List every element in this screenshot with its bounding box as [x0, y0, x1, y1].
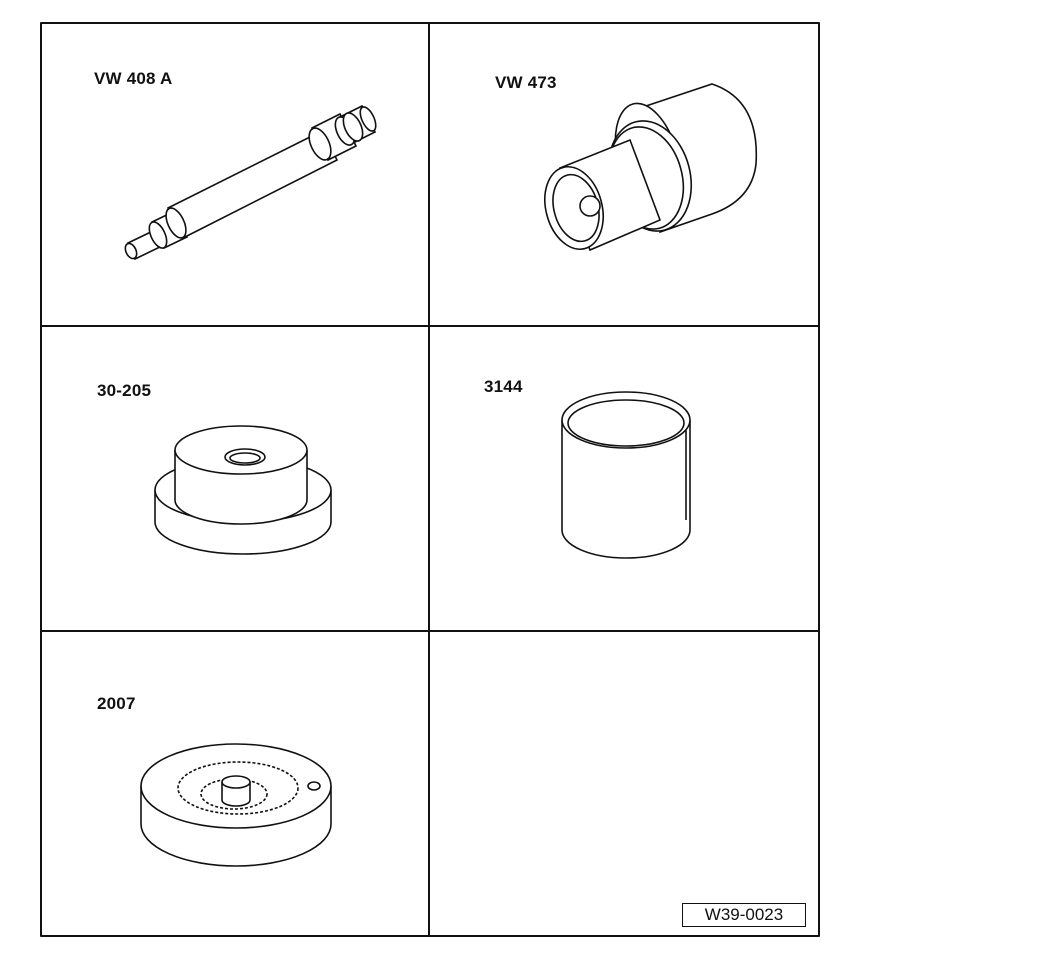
thrust-plate-icon — [140, 743, 332, 867]
stepped-disc-icon — [154, 425, 332, 555]
figure-code-box: W39-0023 — [682, 903, 806, 927]
tool-label-vw-473: VW 473 — [495, 73, 557, 92]
tool-label-2007: 2007 — [97, 694, 136, 713]
tool-label-vw-408a: VW 408 A — [94, 69, 173, 88]
shaft-drift-icon — [124, 104, 377, 261]
tool-label-30-205: 30-205 — [97, 381, 152, 400]
tool-label-3144: 3144 — [484, 377, 523, 396]
sleeve-drift-icon — [544, 83, 758, 252]
cylinder-sleeve-icon — [561, 391, 691, 559]
